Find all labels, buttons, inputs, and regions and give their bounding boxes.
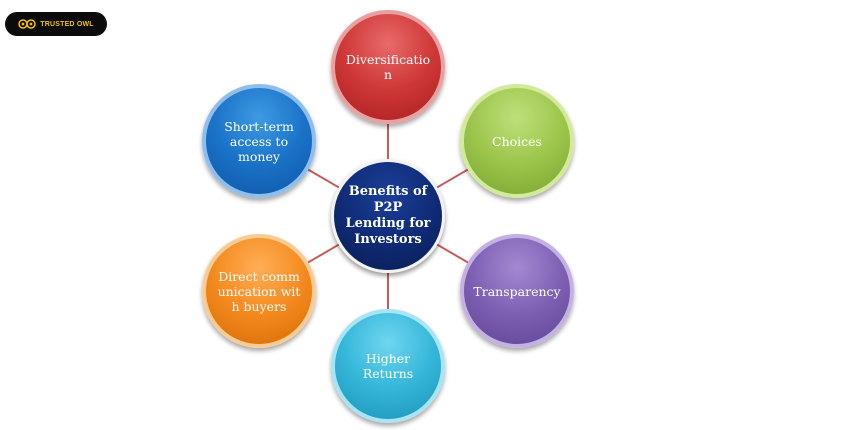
node-label: Direct communication with buyers	[217, 268, 301, 314]
node-label: Diversification	[345, 52, 431, 82]
node-label: Choices	[492, 133, 542, 149]
logo-text: TRUSTED OWL	[40, 20, 94, 28]
node-label: Short-term access to money	[224, 118, 294, 164]
node-direct-communication: Direct communication with buyers	[202, 234, 316, 348]
node-higher-returns: Higher Returns	[331, 309, 445, 423]
node-label: Transparency	[473, 283, 561, 299]
node-choices: Choices	[460, 84, 574, 198]
node-diversification: Diversification	[331, 10, 445, 124]
node-center: Benefits of P2P Lending for Investors	[331, 159, 445, 273]
node-transparency: Transparency	[460, 234, 574, 348]
center-label: Benefits of P2P Lending for Investors	[345, 184, 431, 247]
node-label: Higher Returns	[362, 351, 414, 381]
trusted-owl-logo[interactable]: TRUSTED OWL	[5, 12, 107, 36]
node-short-term-access: Short-term access to money	[202, 84, 316, 198]
owl-eyes-icon	[18, 19, 36, 29]
